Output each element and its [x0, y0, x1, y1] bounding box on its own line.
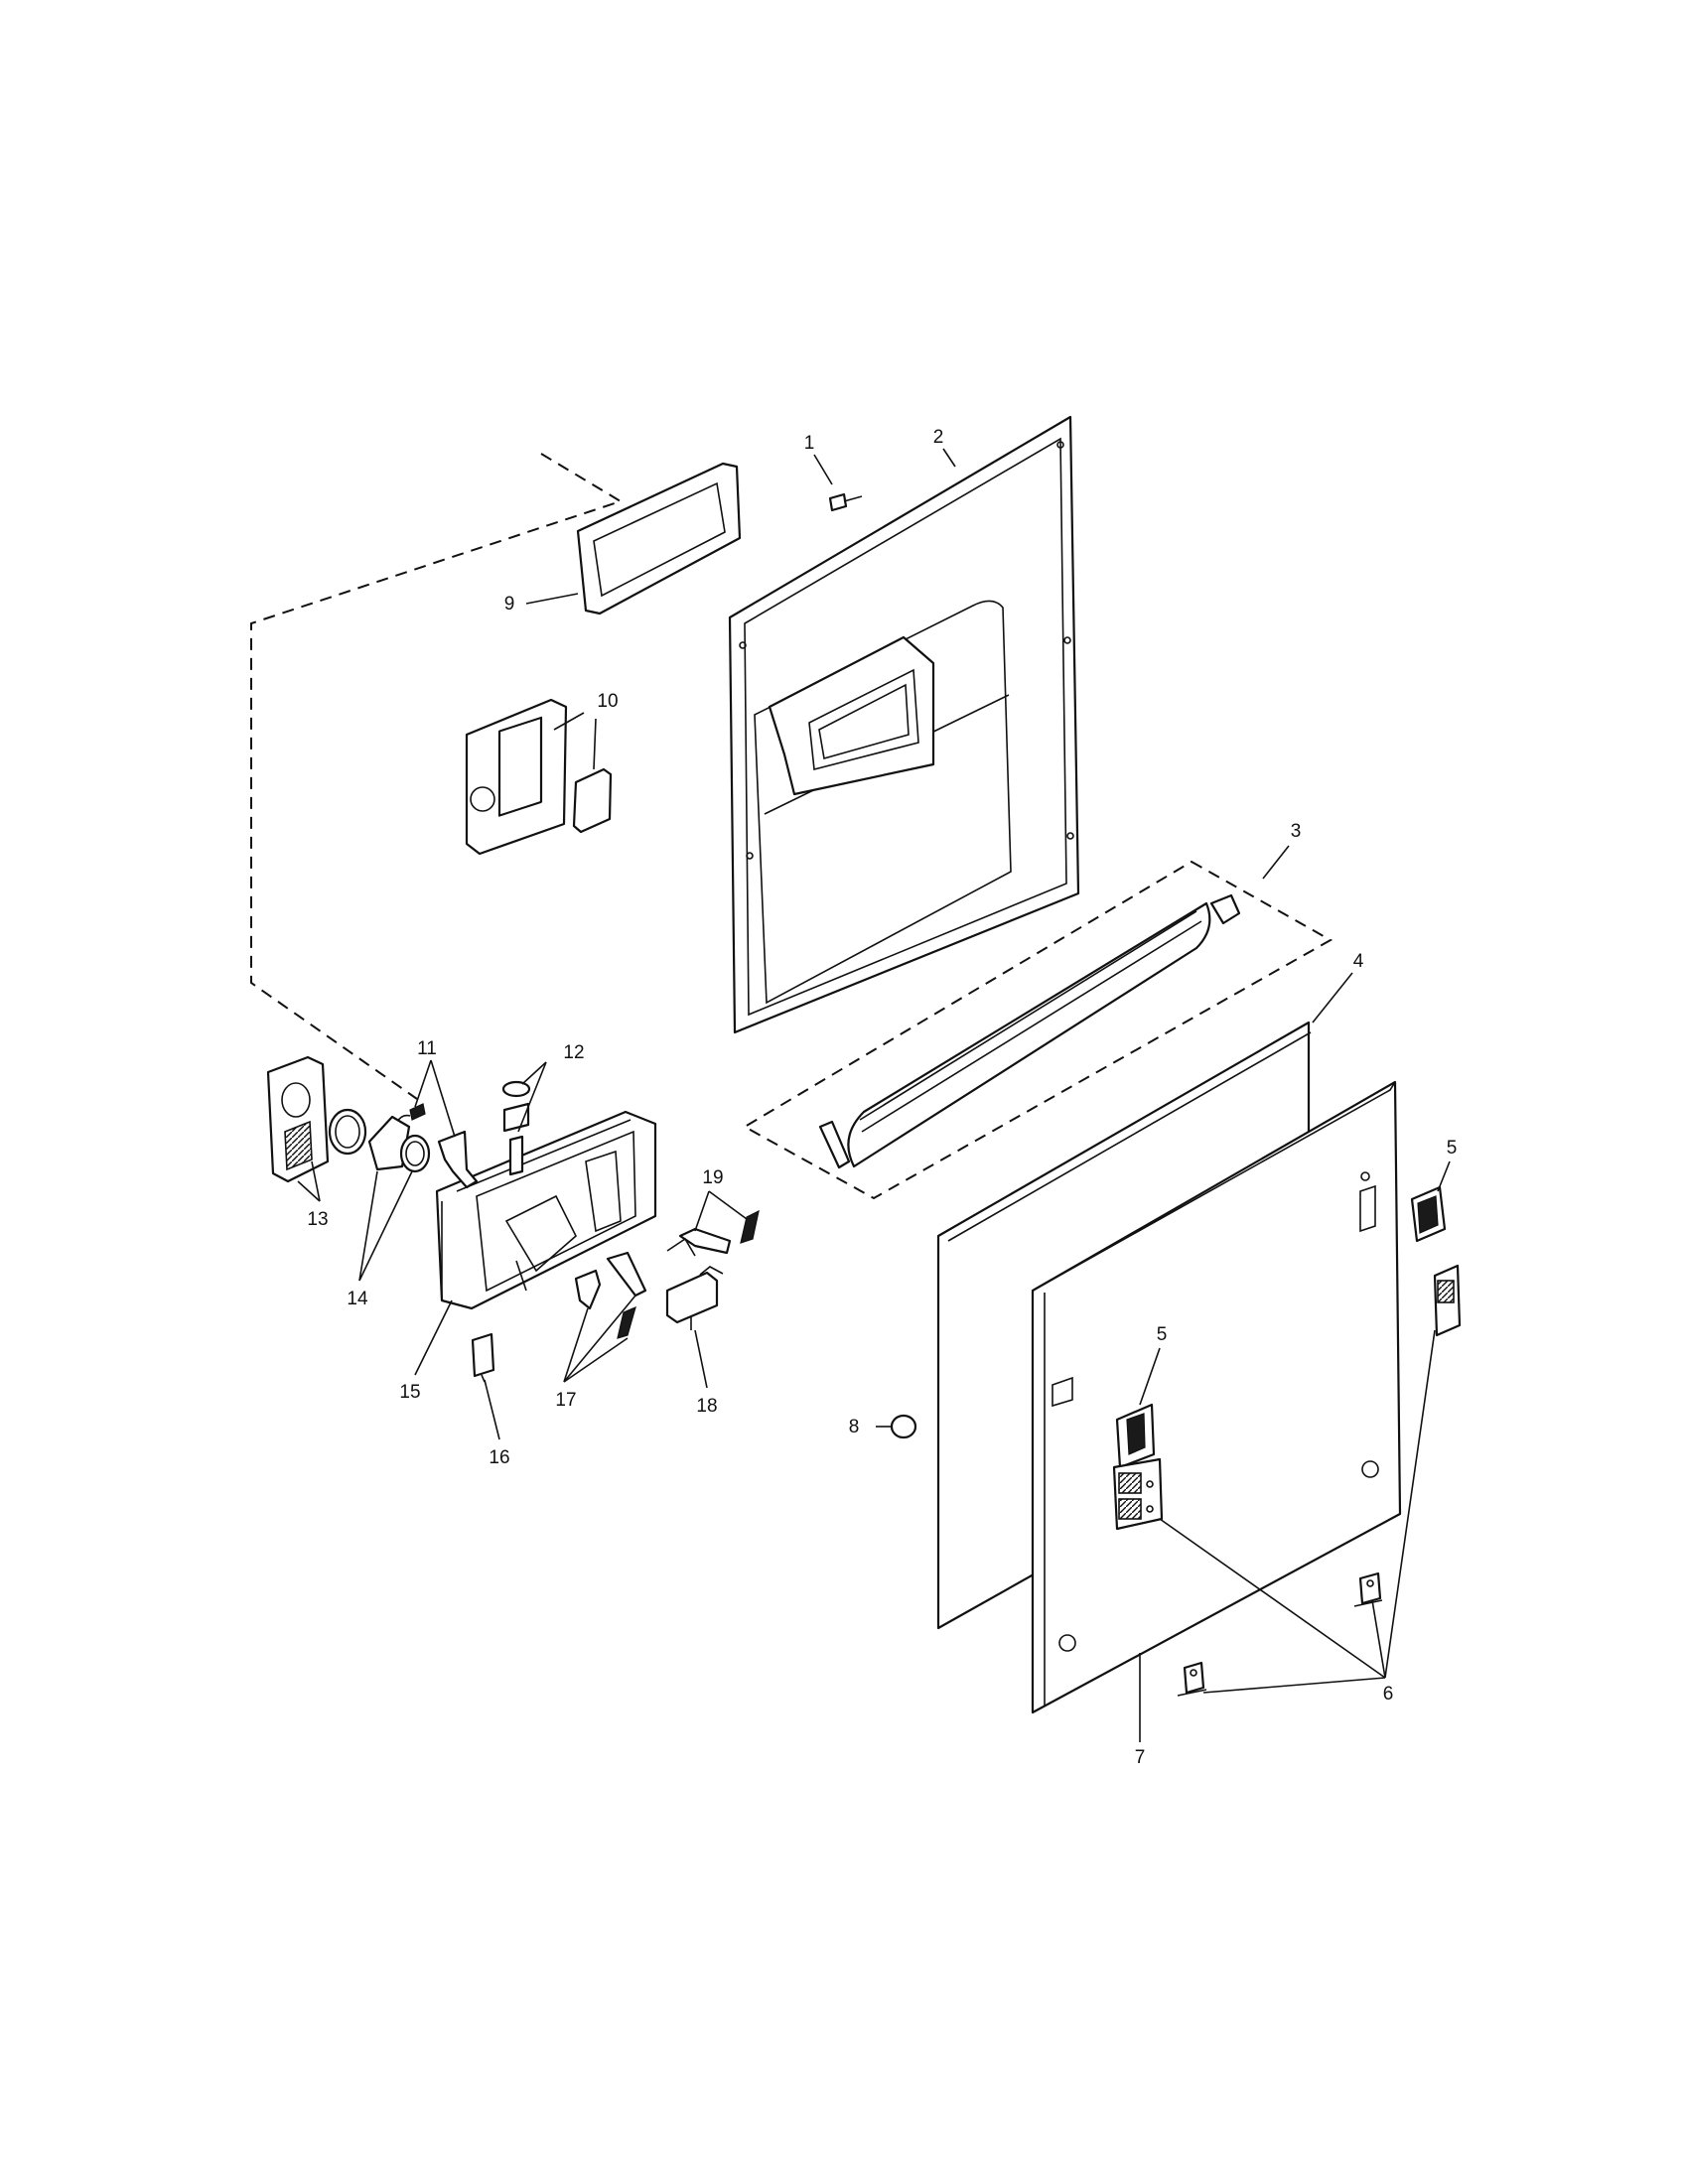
assembly-outline-left — [250, 453, 624, 1100]
outer-door-panel — [1031, 1080, 1402, 1714]
door-handle-rail — [818, 893, 1241, 1169]
callout-18: 18 — [696, 1396, 717, 1417]
callout-7: 7 — [1135, 1747, 1146, 1768]
pin-and-spring — [666, 1209, 760, 1257]
callout-16: 16 — [489, 1447, 509, 1468]
callout-3: 3 — [1291, 821, 1302, 842]
dispenser-housing — [435, 1110, 657, 1310]
hinge-bracket-right — [1410, 1185, 1447, 1243]
callout-4: 4 — [1353, 951, 1364, 972]
gasket — [576, 462, 742, 615]
ring-cup-assembly — [328, 1108, 431, 1173]
vent-and-filter — [465, 698, 613, 856]
cap-and-stem — [501, 1080, 531, 1176]
screw — [828, 492, 863, 512]
callout-13: 13 — [307, 1209, 328, 1230]
callout-10: 10 — [597, 691, 618, 712]
callout-15: 15 — [399, 1382, 420, 1403]
dispenser-clip — [471, 1332, 495, 1383]
callout-6: 6 — [1383, 1684, 1394, 1705]
callout-2: 2 — [933, 427, 944, 448]
callout-1: 1 — [804, 433, 815, 454]
hinge-bracket-center — [1115, 1403, 1156, 1469]
hinge-clip-upper — [1353, 1571, 1383, 1607]
actuator — [665, 1266, 724, 1330]
hinge-plate-center — [1112, 1457, 1164, 1531]
hinge-clip-lower — [1177, 1661, 1207, 1697]
leader-lines — [297, 448, 1451, 1742]
assembly-outline-3 — [742, 860, 1333, 1200]
callout-11: 11 — [417, 1038, 437, 1059]
plug — [890, 1414, 917, 1439]
callout-19: 19 — [702, 1167, 723, 1188]
callout-5a: 5 — [1447, 1138, 1458, 1159]
dispenser-cover — [266, 1055, 330, 1183]
callout-14: 14 — [347, 1289, 368, 1309]
callout-5b: 5 — [1157, 1324, 1168, 1345]
callout-8: 8 — [849, 1417, 860, 1437]
callout-17: 17 — [555, 1390, 576, 1411]
hinge-plate-right — [1433, 1264, 1462, 1337]
levers-and-spring — [574, 1251, 647, 1339]
inner-door-panel — [728, 415, 1080, 1034]
callout-12: 12 — [563, 1042, 584, 1063]
callout-9: 9 — [504, 594, 515, 614]
